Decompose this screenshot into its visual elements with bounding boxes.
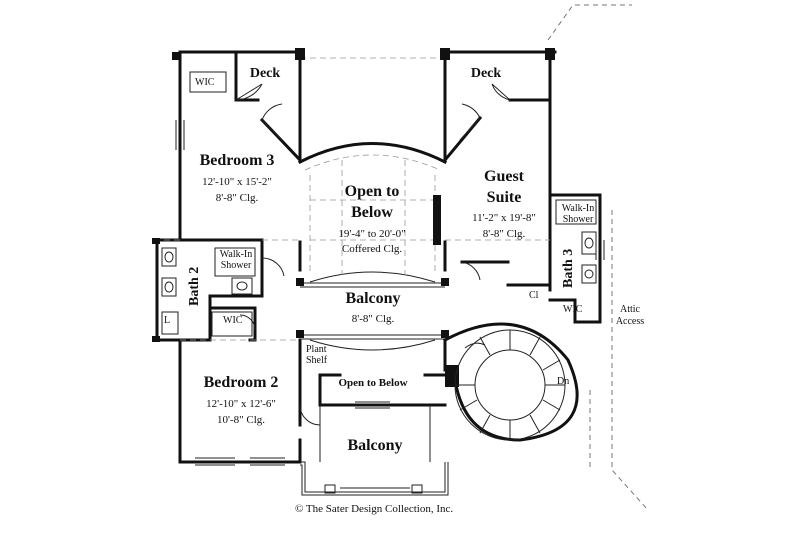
stair-down-label: Dn: [557, 376, 570, 387]
spiral-staircase: [442, 322, 579, 442]
attic-access-line2: Access: [615, 316, 645, 327]
bedroom3-ceiling: 8'-8" Clg.: [215, 192, 259, 204]
wic-left-label: WIC: [223, 315, 243, 326]
open-below-top-ceiling: Coffered Clg.: [341, 243, 403, 255]
open-below-top-size: 19'-4" to 20'-0": [338, 228, 406, 240]
walk-in-shower-left-line2: Shower: [220, 260, 252, 271]
guest-suite-line2: Suite: [486, 189, 522, 206]
deck-left-label: Deck: [249, 66, 281, 81]
plant-shelf-line2: Shelf: [306, 355, 328, 366]
bedroom3-name: Bedroom 3: [199, 152, 275, 169]
walk-in-shower-right-line1: Walk-In: [561, 203, 595, 214]
balcony-bottom-name: Balcony: [347, 437, 403, 454]
balcony-mid-name: Balcony: [345, 290, 401, 307]
copyright-notice: © The Sater Design Collection, Inc.: [295, 503, 454, 515]
linen-label: L: [164, 315, 171, 326]
bedroom2-size: 12'-10" x 12'-6": [206, 398, 276, 410]
closet-label: Cl: [529, 290, 539, 301]
doors: [235, 83, 511, 426]
bedroom3-size: 12'-10" x 15'-2": [202, 176, 272, 188]
balcony-mid-ceiling: 8'-8" Clg.: [351, 313, 395, 325]
angled-walls: [259, 115, 483, 165]
walk-in-shower-left-line1: Walk-In: [219, 249, 253, 260]
walk-in-shower-right-line2: Shower: [562, 214, 594, 225]
bedroom2-ceiling: 10'-8" Clg.: [216, 414, 266, 426]
bath-fixtures: [161, 71, 597, 337]
guest-suite-size: 11'-2" x 19'-8": [472, 212, 536, 224]
wic-right-label: WIC: [563, 304, 583, 315]
attic-access-line1: Attic: [620, 304, 640, 315]
open-below-bottom-label: Open to Below: [338, 377, 408, 389]
guest-suite-ceiling: 8'-8" Clg.: [482, 228, 526, 240]
reference-lines: [157, 57, 550, 341]
bath2-label: Bath 2: [187, 266, 202, 306]
bedroom2-name: Bedroom 2: [203, 374, 279, 391]
open-below-top-line2: Below: [351, 204, 393, 221]
deck-right-label: Deck: [470, 66, 502, 81]
bath3-label: Bath 3: [561, 248, 576, 288]
open-below-top-line1: Open to: [344, 183, 400, 200]
guest-suite-line1: Guest: [484, 168, 524, 185]
roof-outline: [547, 4, 649, 511]
plant-shelf-line1: Plant: [306, 344, 327, 355]
wic-top-left-label: WIC: [195, 77, 215, 88]
balcony-railings: [300, 271, 449, 496]
